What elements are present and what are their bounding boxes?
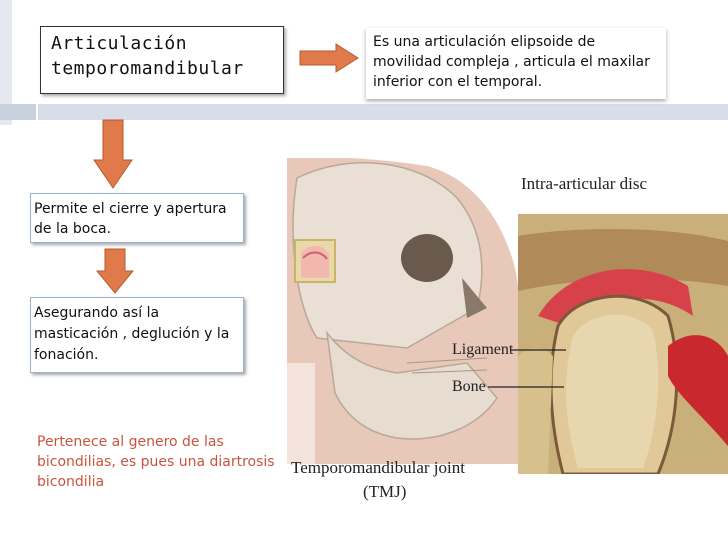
joint-cross-section-image xyxy=(518,206,728,474)
header-rule-left xyxy=(0,104,36,120)
flow-step-1-text: Permite el cierre y apertura de la boca. xyxy=(34,201,227,237)
down-arrow-1 xyxy=(93,119,133,189)
skull-image xyxy=(287,158,527,464)
flow-step-1: Permite el cierre y apertura de la boca. xyxy=(30,193,244,243)
side-strip xyxy=(0,0,12,125)
flow-step-2-text: Asegurando así la masticación , deglució… xyxy=(34,305,230,363)
ligament-leader-line xyxy=(510,349,566,351)
header-rule xyxy=(38,104,728,120)
right-arrow xyxy=(299,43,359,73)
label-bone: Bone xyxy=(452,378,486,395)
label-tmj-abbr: (TMJ) xyxy=(363,482,407,501)
definition-text: Es una articulación elipsoide de movilid… xyxy=(373,34,650,90)
flow-step-2: Asegurando así la masticación , deglució… xyxy=(30,297,244,373)
bone-leader-line xyxy=(488,386,564,388)
definition-box: Es una articulación elipsoide de movilid… xyxy=(366,28,666,99)
down-arrow-2 xyxy=(95,248,135,294)
label-intra-articular-disc: Intra-articular disc xyxy=(521,174,648,193)
label-ligament: Ligament xyxy=(452,341,514,358)
title-box: Articulación temporomandibular xyxy=(40,26,284,94)
label-tmj: Temporomandibular joint xyxy=(291,458,465,477)
title-text: Articulación temporomandibular xyxy=(51,33,244,79)
classification-text: Pertenece al genero de las bicondilias, … xyxy=(37,434,275,490)
